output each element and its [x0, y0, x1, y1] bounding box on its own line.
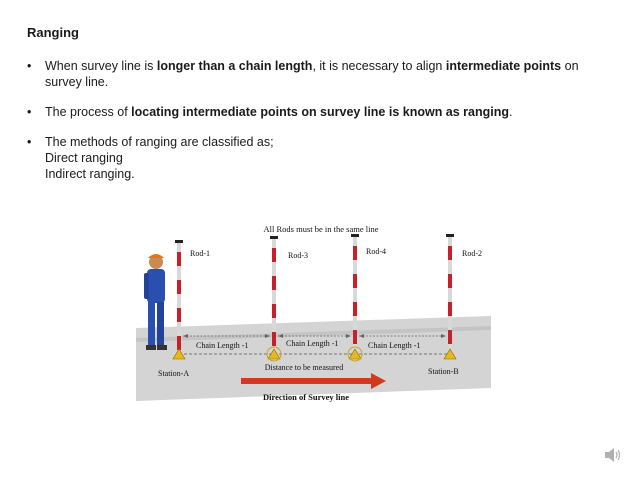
- chain-arrow-2: [278, 334, 351, 338]
- text-run: on survey line.: [45, 59, 579, 89]
- direction-label: Direction of Survey line: [263, 392, 349, 402]
- ranging-figure: All Rods must be in the same line: [136, 218, 491, 408]
- subline-direct-ranging: Direct ranging: [45, 151, 123, 165]
- text-run: The process of: [45, 105, 132, 119]
- station-a-label: Station-A: [158, 369, 189, 378]
- arrow-head: [265, 334, 270, 338]
- chain-label-3: Chain Length -1: [368, 341, 420, 350]
- rod-band: [177, 280, 181, 294]
- bold-run: locating intermediate points on survey l…: [131, 105, 510, 119]
- bullet-2: • The process of locating intermediate p…: [27, 104, 617, 120]
- station-4-marker: [348, 348, 362, 360]
- direction-arrow-body: [241, 378, 371, 384]
- speaker-wave: [617, 449, 621, 461]
- rod-body: [448, 236, 452, 354]
- speaker-icon[interactable]: [603, 446, 623, 464]
- rod-band: [353, 246, 357, 260]
- rod-band: [353, 302, 357, 316]
- surveyor-head: [149, 255, 163, 269]
- speaker-wave: [615, 451, 618, 459]
- surveyor-boot: [146, 345, 156, 350]
- rod-1-label: Rod-1: [190, 249, 210, 258]
- station-b-marker: [443, 348, 457, 360]
- arrow-head: [346, 334, 351, 338]
- surveyor-boot: [157, 345, 167, 350]
- ranging-diagram: All Rods must be in the same line: [136, 224, 491, 402]
- bold-run: longer than a chain length: [156, 59, 313, 73]
- direction-arrow-head: [371, 373, 386, 389]
- rod-4: [351, 234, 359, 354]
- caption-top: All Rods must be in the same line: [264, 224, 379, 234]
- rod-band: [177, 252, 181, 266]
- bullet-list: • When survey line is longer than a chai…: [27, 58, 617, 196]
- text-run: , it is necessary to align: [312, 59, 446, 73]
- surveyor-arm: [144, 273, 149, 299]
- bullet-2-text: The process of locating intermediate poi…: [45, 105, 513, 119]
- chain-arrow-1: [183, 334, 270, 338]
- direction-arrow: [241, 373, 386, 389]
- rod-band: [272, 332, 276, 346]
- chain-label-1: Chain Length -1: [196, 341, 248, 350]
- bullet-dot: •: [27, 135, 32, 149]
- rod-band: [272, 304, 276, 318]
- chain-label-2: Chain Length -1: [286, 339, 338, 348]
- surveyor-leg-left: [148, 302, 155, 346]
- rod-band: [448, 274, 452, 288]
- rod-body: [272, 238, 276, 354]
- surveyor-torso: [147, 269, 165, 303]
- rod-cap: [446, 234, 454, 237]
- rod-band: [272, 276, 276, 290]
- rod-body: [177, 242, 181, 354]
- rod-2-label: Rod-2: [462, 249, 482, 258]
- rod-cap: [270, 236, 278, 239]
- surveyor-figure: [144, 254, 167, 350]
- rod-band: [448, 302, 452, 316]
- rod-band: [177, 336, 181, 350]
- intermediate-point-circle: [266, 346, 282, 362]
- bullet-dot: •: [27, 105, 32, 119]
- slide-title: Ranging: [27, 25, 79, 40]
- rod-3: [270, 236, 278, 354]
- intermediate-point-circle: [347, 346, 363, 362]
- rod-cap: [351, 234, 359, 237]
- station-b-label: Station-B: [428, 367, 459, 376]
- rod-band: [353, 274, 357, 288]
- surveyor-leg-right: [157, 302, 164, 346]
- rod-1: [175, 240, 183, 354]
- bullet-1-text: When survey line is longer than a chain …: [45, 59, 579, 89]
- station-a-marker: [172, 348, 186, 360]
- subline-indirect-ranging: Indirect ranging.: [45, 167, 135, 181]
- rod-3-label: Rod-3: [288, 251, 308, 260]
- arrow-head: [278, 334, 283, 338]
- text-run: When survey line is: [45, 59, 157, 73]
- bullet-3-text: The methods of ranging are classified as…: [45, 135, 274, 149]
- arrow-head: [359, 334, 364, 338]
- rod-cap: [175, 240, 183, 243]
- rod-body: [353, 236, 357, 354]
- rod-band: [448, 330, 452, 344]
- rod-band: [448, 246, 452, 260]
- text-run: .: [509, 105, 513, 119]
- arrow-head: [441, 334, 446, 338]
- rod-band: [272, 248, 276, 262]
- rod-4-label: Rod-4: [366, 247, 386, 256]
- ground-shade: [136, 326, 491, 342]
- bullet-1: • When survey line is longer than a chai…: [27, 58, 617, 90]
- chain-arrow-3: [359, 334, 446, 338]
- bold-run: intermediate points: [445, 59, 562, 73]
- rod-2: [446, 234, 454, 354]
- bullet-3: • The methods of ranging are classified …: [27, 134, 617, 182]
- bullet-dot: •: [27, 59, 32, 73]
- station-3-marker: [267, 348, 281, 360]
- surveyor-helmet: [148, 254, 164, 258]
- rod-band: [353, 330, 357, 344]
- speaker-icon-svg: [605, 448, 621, 462]
- rod-band: [177, 308, 181, 322]
- arrow-head: [183, 334, 188, 338]
- distance-label: Distance to be measured: [265, 363, 343, 372]
- speaker-body: [605, 448, 614, 462]
